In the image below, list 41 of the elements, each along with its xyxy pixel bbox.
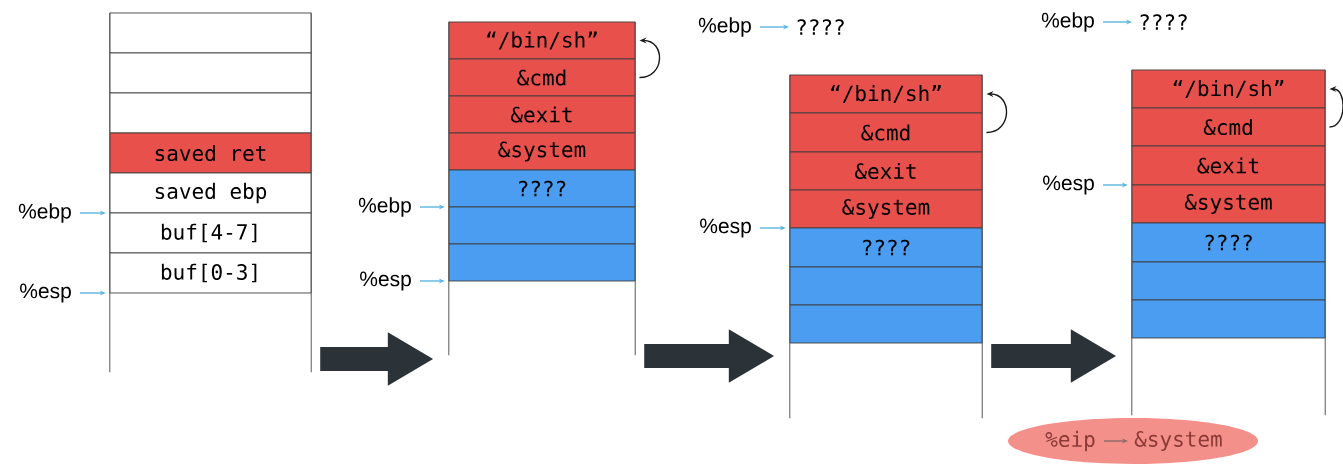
stack-slot xyxy=(109,12,312,54)
register-value: ???? xyxy=(1140,14,1187,30)
stack-slot: &cmd xyxy=(789,112,983,153)
stack-slot xyxy=(448,243,636,282)
register-label: %ebp xyxy=(1041,12,1094,32)
stack-slot: &exit xyxy=(448,95,636,134)
stack-slot xyxy=(789,304,983,344)
register-label: %ebp xyxy=(698,17,751,37)
stack-slot: &cmd xyxy=(448,58,636,97)
stack-slot xyxy=(1131,261,1326,301)
stack-slot: saved ebp xyxy=(109,172,312,214)
register-label: %esp xyxy=(1043,175,1094,195)
stack-slot: “/bin/sh” xyxy=(448,21,636,60)
stack-slot: ???? xyxy=(1131,222,1326,263)
stack-slot xyxy=(109,52,312,94)
stack-slot xyxy=(789,266,983,306)
stack-slot: ???? xyxy=(789,227,983,268)
register-label: %esp xyxy=(20,283,71,303)
register-label: %ebp xyxy=(18,203,71,223)
stack-slot: buf[0-3] xyxy=(109,252,312,294)
stack-slot: &system xyxy=(789,189,983,229)
stack-slot: “/bin/sh” xyxy=(789,74,983,114)
stack-slot: ???? xyxy=(448,169,636,208)
register-label: %esp xyxy=(700,218,751,238)
stack-slot: &system xyxy=(1131,184,1326,224)
highlight-ellipse xyxy=(1008,418,1258,464)
stack-slot: &exit xyxy=(789,151,983,191)
stack-slot: &system xyxy=(448,132,636,171)
register-label: %eip xyxy=(1045,430,1095,452)
stack-slot: &exit xyxy=(1131,145,1326,186)
stack-slot: saved ret xyxy=(109,132,312,174)
register-label: &system xyxy=(1134,431,1222,451)
stack-slot: &cmd xyxy=(1131,107,1326,147)
register-label: %ebp xyxy=(358,197,411,217)
stack-slot xyxy=(448,206,636,245)
register-value: ???? xyxy=(797,19,844,35)
stack-slot: buf[4-7] xyxy=(109,212,312,254)
register-label: %esp xyxy=(360,271,411,291)
stack-slot: “/bin/sh” xyxy=(1131,69,1326,109)
stack-slot xyxy=(1131,299,1326,339)
stack-slot xyxy=(109,92,312,134)
